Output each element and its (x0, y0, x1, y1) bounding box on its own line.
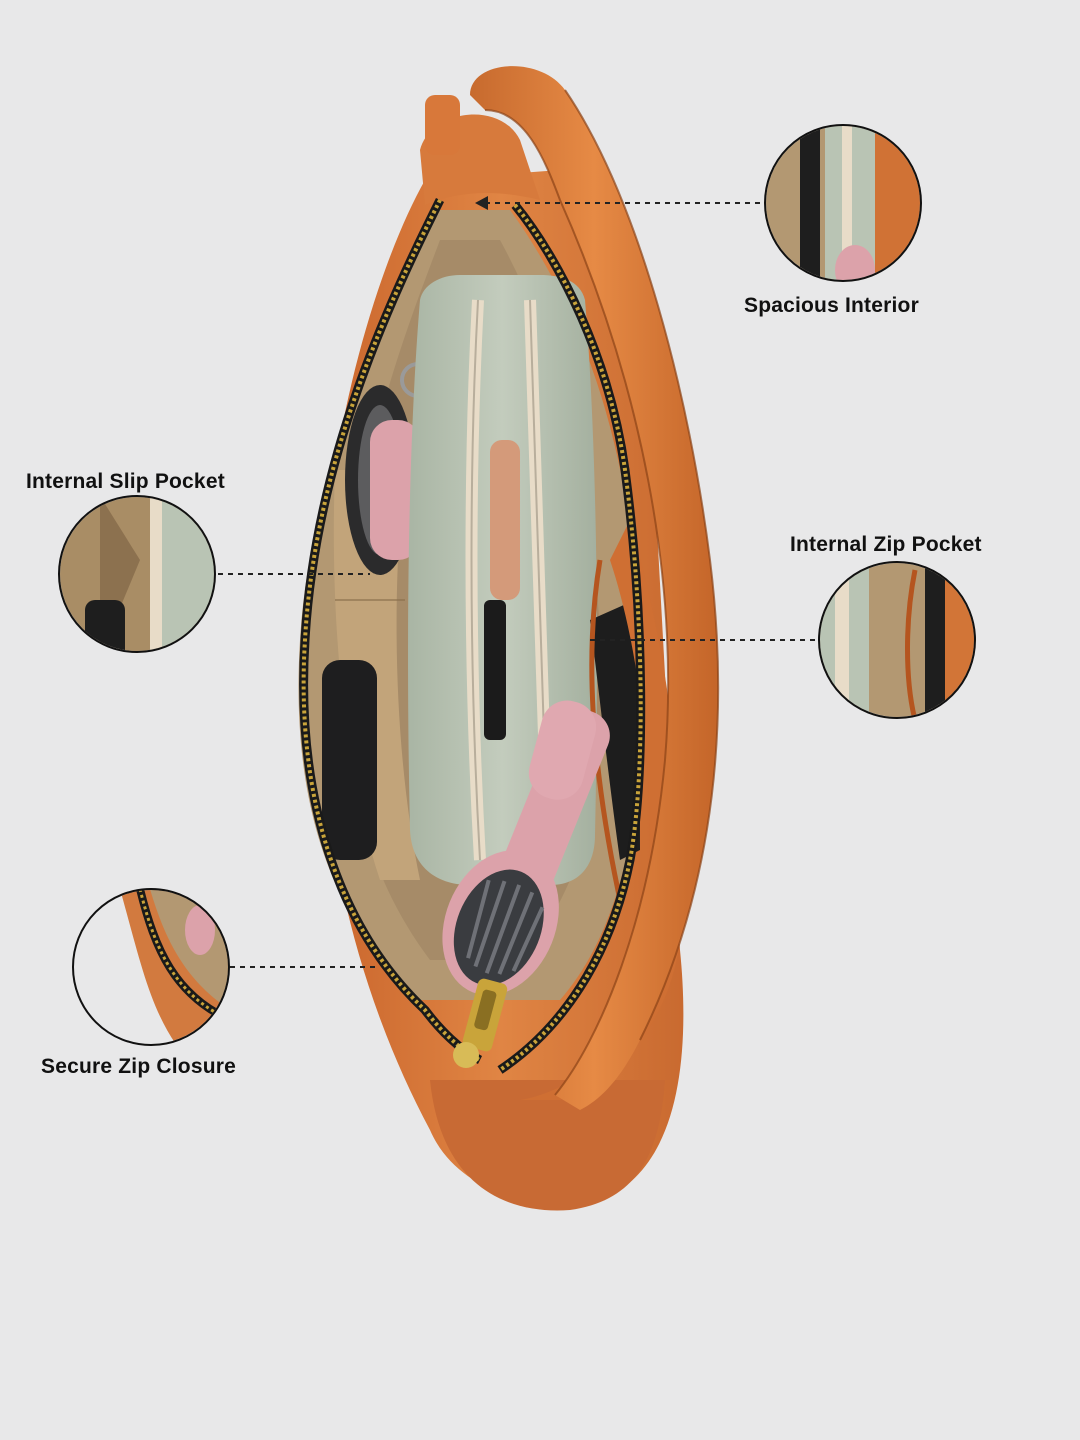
callout-circle-zip-closure (72, 888, 230, 1046)
callout-label-spacious-interior: Spacious Interior (744, 294, 919, 317)
internal-zip-line (589, 559, 623, 901)
pink-cap (528, 700, 597, 800)
strap-loop (425, 95, 460, 155)
zipper-pull (453, 978, 508, 1068)
leader-lines (218, 202, 818, 968)
phone (322, 660, 377, 860)
pink-compact (370, 420, 420, 560)
shoulder-strap (470, 66, 719, 1110)
leader-arrowhead (475, 196, 488, 210)
callout-circle-spacious (764, 124, 922, 282)
callout-label-secure-zip-closure: Secure Zip Closure (41, 1055, 236, 1078)
handbag (298, 95, 684, 1211)
lipstick-tube (490, 440, 520, 600)
callout-label-internal-slip-pocket: Internal Slip Pocket (26, 470, 225, 493)
callout-circle-zip-pocket (818, 561, 976, 719)
callout-circle-slip-pocket (58, 495, 216, 653)
bag-bottom (430, 1080, 665, 1211)
black-wallet (590, 600, 640, 860)
pen (484, 600, 506, 740)
callout-label-internal-zip-pocket: Internal Zip Pocket (790, 533, 982, 556)
